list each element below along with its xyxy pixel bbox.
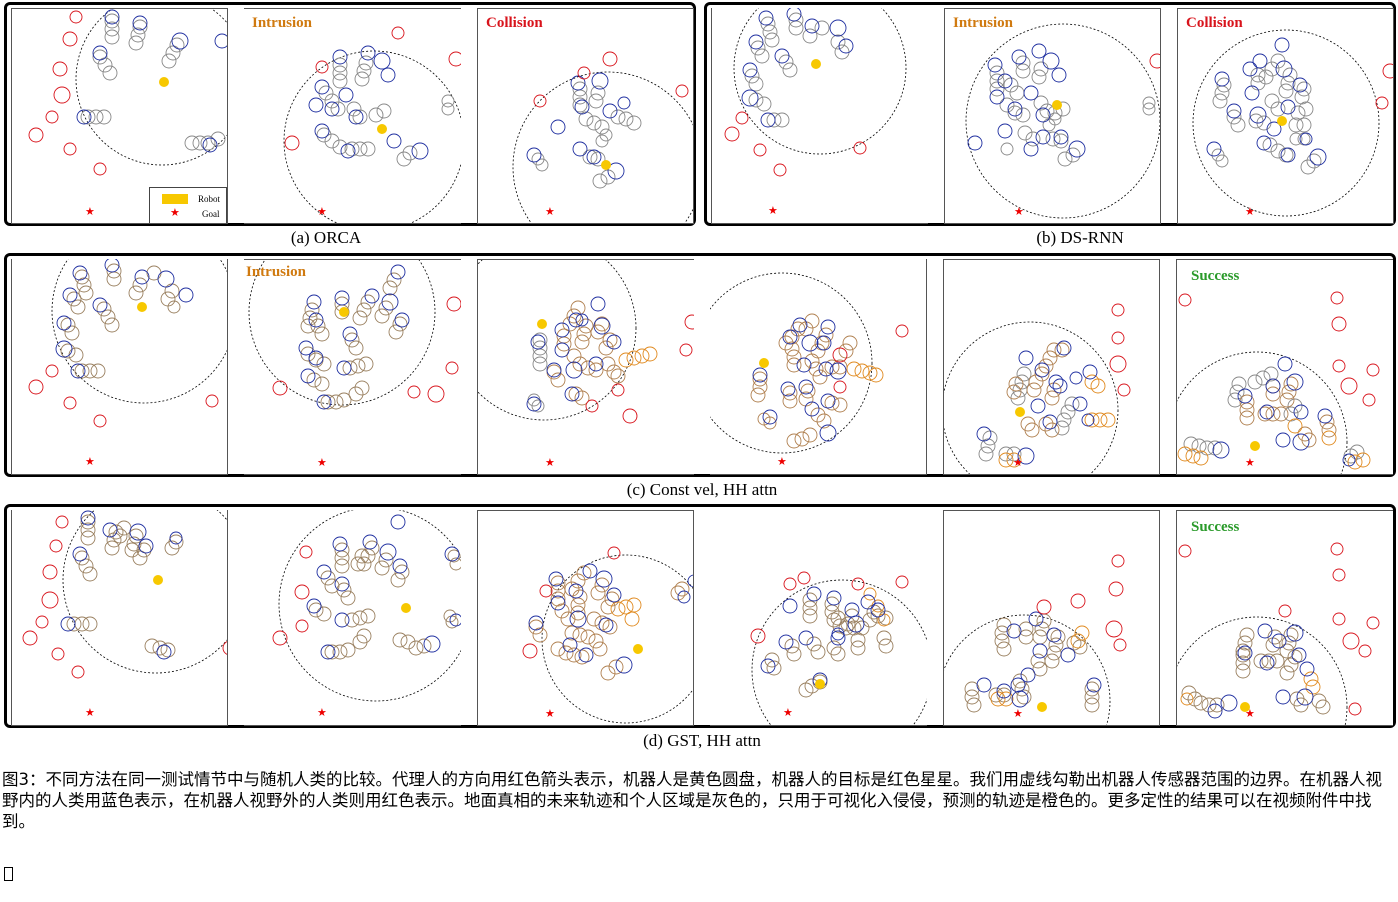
panel-c3: ★ bbox=[477, 259, 694, 475]
subfigure-caption-a: (a) ORCA bbox=[290, 228, 362, 247]
panel-c2: ★ Intrusion bbox=[244, 259, 461, 475]
svg-text:★: ★ bbox=[783, 707, 793, 719]
svg-text:★: ★ bbox=[317, 707, 327, 719]
svg-text:★: ★ bbox=[1245, 457, 1255, 469]
panel-d6: ★ Success bbox=[1176, 510, 1393, 726]
legend-robot-label: Robot bbox=[198, 194, 221, 204]
figure-group-d-gst: ★ bbox=[4, 504, 1396, 728]
status-label: Intrusion bbox=[246, 264, 307, 280]
simulation-scene: ★ bbox=[1177, 291, 1380, 474]
robot-swatch bbox=[162, 194, 188, 204]
simulation-scene: ★ bbox=[724, 8, 907, 217]
status-label: Collision bbox=[486, 15, 543, 31]
figure-group-a-orca: ★ Robot ★ Goal bbox=[4, 2, 696, 226]
svg-text:★: ★ bbox=[545, 457, 555, 469]
simulation-scene: ★ bbox=[22, 510, 227, 719]
panel-c5: ★ bbox=[943, 259, 1160, 475]
panel-d2: ★ bbox=[244, 510, 461, 726]
svg-text:★: ★ bbox=[85, 707, 95, 719]
simulation-scene: ★ bbox=[28, 9, 227, 218]
simulation-scene: ★ bbox=[522, 546, 693, 724]
subfigure-caption-b: (b) DS-RNN bbox=[1036, 228, 1124, 247]
simulation-scene: ★ bbox=[710, 272, 909, 468]
panel-c1: ★ bbox=[11, 259, 228, 475]
svg-text:★: ★ bbox=[85, 206, 95, 218]
panel-d1: ★ bbox=[11, 510, 228, 726]
panel-a2: ★ Intrusion bbox=[244, 8, 461, 224]
simulation-scene: ★ bbox=[283, 26, 461, 223]
svg-text:★: ★ bbox=[1014, 206, 1024, 218]
panel-d3: ★ bbox=[477, 510, 694, 726]
simulation-scene: ★ bbox=[478, 260, 694, 469]
svg-text:★: ★ bbox=[768, 205, 778, 217]
simulation-scene: ★ bbox=[1192, 29, 1393, 218]
simulation-scene: ★ bbox=[965, 23, 1160, 219]
svg-text:★: ★ bbox=[1245, 206, 1255, 218]
panel-a3: ★ Collision bbox=[477, 8, 694, 224]
figure-group-c-const-vel: ★ bbox=[4, 253, 1396, 477]
subfigure-caption-c: (c) Const vel, HH attn bbox=[626, 480, 778, 499]
panel-c6: ★ Success bbox=[1176, 259, 1393, 475]
svg-text:★: ★ bbox=[1013, 708, 1023, 720]
svg-text:★: ★ bbox=[85, 456, 95, 468]
status-label: Success bbox=[1191, 268, 1240, 284]
panel-d4: ★ bbox=[710, 510, 927, 726]
subfigure-caption-d: (d) GST, HH attn bbox=[643, 731, 761, 750]
figure-group-b-ds-rnn: ★ bbox=[704, 2, 1396, 226]
status-label: Intrusion bbox=[252, 15, 313, 31]
simulation-scene: ★ bbox=[944, 554, 1127, 725]
status-label: Success bbox=[1191, 519, 1240, 535]
legend-goal-label: Goal bbox=[202, 209, 220, 219]
svg-text:★: ★ bbox=[1013, 457, 1023, 469]
panel-d5: ★ bbox=[943, 510, 1160, 726]
simulation-scene: ★ bbox=[28, 259, 227, 468]
figure-caption: 图3：不同方法在同一测试情节中与随机人类的比较。代理人的方向用红色箭头表示，机器… bbox=[2, 770, 1382, 831]
panel-b2: ★ Intrusion bbox=[944, 8, 1161, 224]
star-icon: ★ bbox=[170, 207, 180, 219]
simulation-scene: ★ bbox=[1177, 542, 1380, 725]
svg-text:★: ★ bbox=[1245, 708, 1255, 720]
simulation-scene: ★ bbox=[512, 51, 693, 223]
svg-text:★: ★ bbox=[545, 708, 555, 720]
panel-b3: ★ Collision bbox=[1177, 8, 1394, 224]
svg-text:★: ★ bbox=[317, 206, 327, 218]
legend: Robot ★ Goal bbox=[149, 187, 227, 223]
missing-glyph-box bbox=[4, 867, 13, 881]
simulation-scene: ★ bbox=[248, 260, 461, 469]
svg-text:★: ★ bbox=[317, 457, 327, 469]
panel-a1: ★ Robot ★ Goal bbox=[11, 8, 228, 224]
simulation-scene: ★ bbox=[944, 303, 1131, 474]
status-label: Intrusion bbox=[953, 15, 1014, 31]
panel-c4: ★ bbox=[710, 259, 927, 475]
simulation-scene: ★ bbox=[272, 510, 461, 719]
status-label: Collision bbox=[1186, 15, 1243, 31]
svg-text:★: ★ bbox=[545, 206, 555, 218]
svg-text:★: ★ bbox=[777, 456, 787, 468]
panel-b1: ★ bbox=[711, 8, 928, 224]
simulation-scene: ★ bbox=[750, 571, 927, 725]
